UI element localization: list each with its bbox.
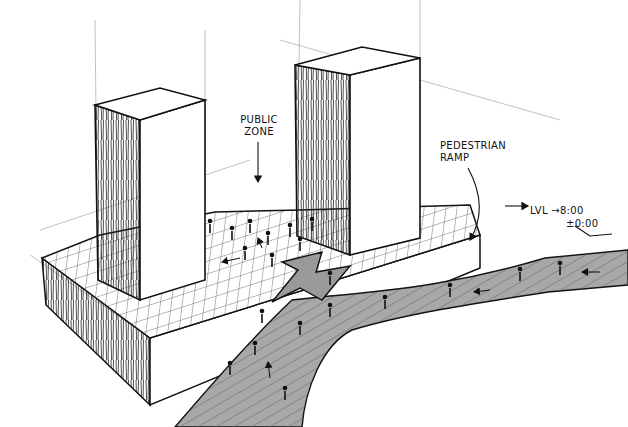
tower-front-face xyxy=(140,100,205,300)
ramp-hatch xyxy=(175,250,628,427)
sketch-annotation: ±0:00 xyxy=(566,218,598,230)
label-anchor: PUBLIC ZONE xyxy=(228,114,290,139)
tower-front-face xyxy=(350,58,420,255)
label-anchor: ±0:00 xyxy=(566,213,624,231)
sketch-annotation: PUBLIC ZONE xyxy=(228,114,290,137)
entry-arrow xyxy=(272,252,350,302)
pedestrian-ramp xyxy=(175,250,628,427)
tower-top xyxy=(295,47,420,75)
sketch-annotation: LVL →8:00 xyxy=(530,205,584,217)
people-figures xyxy=(208,217,563,400)
movement-arrows xyxy=(222,238,600,378)
sketch-annotation: PEDESTRIAN RAMP xyxy=(440,140,528,163)
label-anchor: LVL →8:00 xyxy=(530,200,620,218)
tower-left-face xyxy=(295,65,350,255)
label-anchor: PEDESTRIAN RAMP xyxy=(440,140,528,165)
tower-top xyxy=(95,88,205,120)
leader-lines xyxy=(258,142,612,240)
tower-left-face xyxy=(95,105,140,300)
